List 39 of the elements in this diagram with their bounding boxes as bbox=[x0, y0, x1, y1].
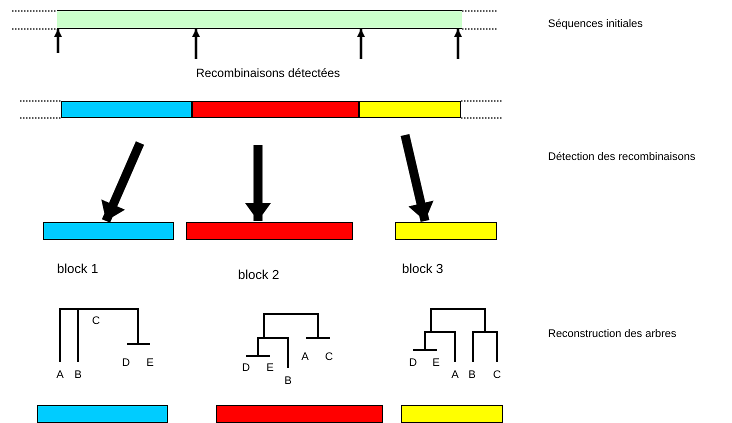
sequence-bar bbox=[57, 10, 462, 29]
leaf-label: B bbox=[468, 370, 476, 381]
arrow bbox=[400, 134, 434, 222]
block-bar bbox=[186, 222, 353, 240]
arrow bbox=[357, 29, 365, 59]
arrow bbox=[54, 29, 62, 53]
leaf-label: C bbox=[92, 316, 100, 327]
leaf-label: B bbox=[74, 370, 82, 381]
block-label: block 2 bbox=[238, 268, 280, 281]
leaf-label: A bbox=[301, 352, 309, 363]
step-label: Recombinaisons détectées bbox=[196, 67, 340, 79]
block-label: block 1 bbox=[57, 262, 98, 275]
block-bar bbox=[401, 405, 503, 423]
block-bar bbox=[43, 222, 174, 240]
leaf-label: D bbox=[409, 358, 417, 369]
arrow bbox=[192, 29, 200, 59]
leaf-label: A bbox=[451, 370, 459, 381]
segment-bar bbox=[192, 101, 359, 118]
arrow bbox=[245, 145, 271, 221]
leaf-label: C bbox=[493, 370, 501, 381]
block-label: block 3 bbox=[402, 262, 444, 275]
leaf-label: E bbox=[266, 363, 274, 374]
segment-bar bbox=[359, 101, 461, 118]
step-label: Détection des recombinaisons bbox=[548, 152, 696, 163]
leaf-label: A bbox=[56, 370, 64, 381]
leaf-label: C bbox=[325, 352, 333, 363]
leaf-label: D bbox=[122, 358, 130, 369]
step-label: Séquences initiales bbox=[548, 19, 643, 30]
block-bar bbox=[37, 405, 168, 423]
arrow bbox=[101, 141, 144, 223]
leaf-label: B bbox=[284, 376, 292, 387]
step-label: Reconstruction des arbres bbox=[548, 329, 676, 340]
leaf-label: D bbox=[242, 363, 250, 374]
segment-bar bbox=[61, 101, 192, 118]
block-bar bbox=[216, 405, 383, 423]
arrow bbox=[454, 29, 462, 59]
leaf-label: E bbox=[146, 358, 154, 369]
leaf-label: E bbox=[432, 358, 440, 369]
block-bar bbox=[395, 222, 497, 240]
